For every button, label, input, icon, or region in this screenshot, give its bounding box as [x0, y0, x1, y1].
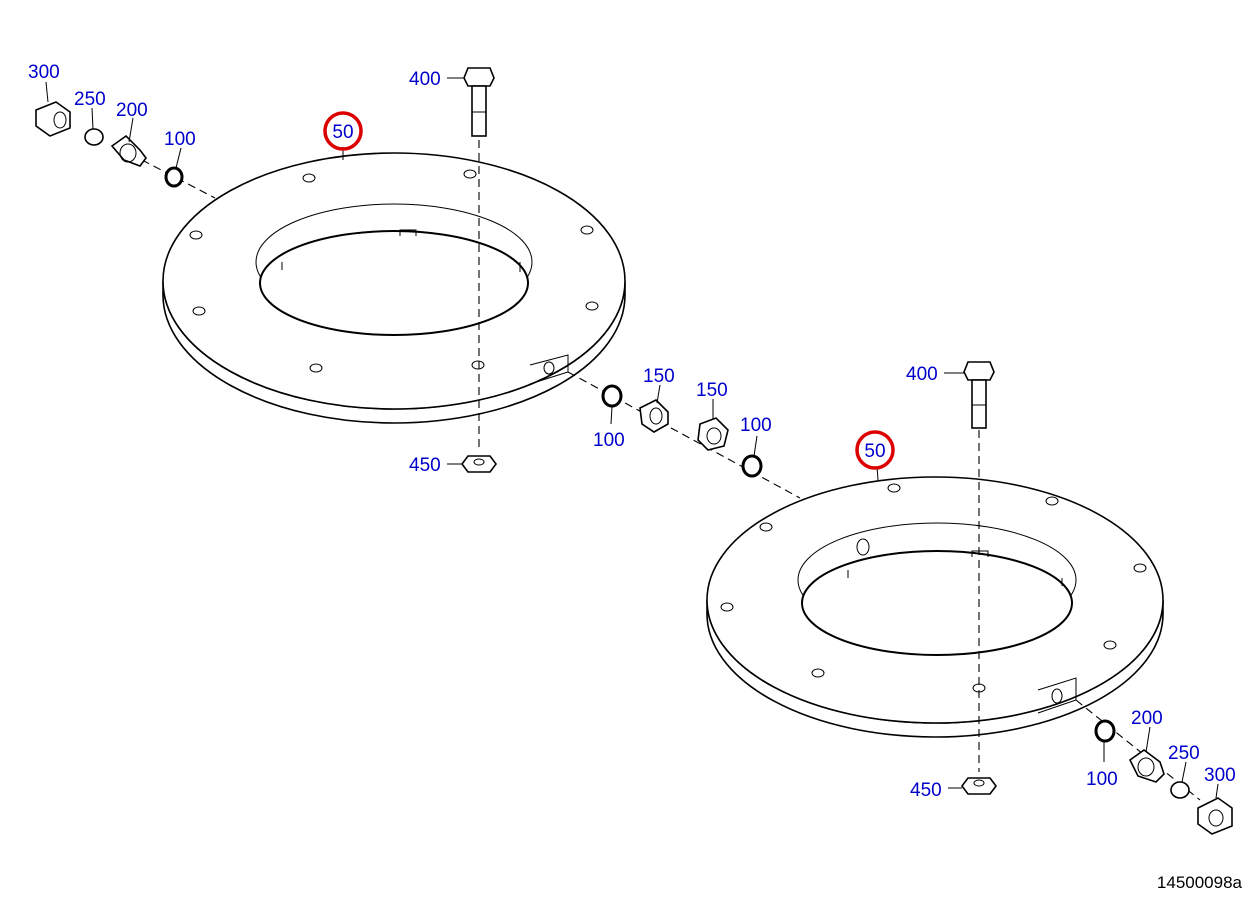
cap-nut-upper [35, 101, 71, 137]
sleeve-upper [84, 128, 104, 146]
nipple-lower [1128, 749, 1165, 783]
seal-ring-centre-left [601, 384, 623, 408]
callout-nipple-2[interactable]: 200 [1131, 708, 1163, 729]
seal-ring-lower-right [1094, 719, 1116, 743]
mounting-ring-lower [706, 476, 1164, 738]
bolt-lower [963, 361, 995, 429]
callout-cap-nut-1[interactable]: 300 [28, 62, 60, 83]
plug-centre-left [639, 399, 669, 433]
hex-nut-lower [961, 777, 997, 795]
callout-seal-1[interactable]: 100 [164, 129, 196, 150]
callout-seal-3[interactable]: 100 [740, 415, 772, 436]
callout-bolt-1[interactable]: 400 [409, 69, 441, 90]
seal-ring-centre-right [741, 454, 763, 478]
callout-seal-4[interactable]: 100 [1086, 769, 1118, 790]
highlight-circle-ring-2 [855, 430, 895, 470]
bolt-upper [463, 67, 495, 137]
callout-plug-1[interactable]: 150 [643, 366, 675, 387]
callout-nut-1[interactable]: 450 [409, 455, 441, 476]
callout-nut-2[interactable]: 450 [910, 780, 942, 801]
drawing-reference-number: 14500098a [1157, 873, 1243, 892]
mounting-ring-upper [162, 152, 626, 424]
nipple-upper [110, 134, 147, 167]
callout-ring-1[interactable]: 50 [332, 122, 353, 143]
sleeve-lower [1170, 781, 1190, 799]
leader-lines [45, 77, 1219, 799]
seal-ring-upper-left [164, 166, 184, 188]
highlight-circle-ring-1 [323, 111, 363, 151]
callout-nipple-1[interactable]: 200 [116, 100, 148, 121]
plug-centre-right [697, 417, 729, 451]
cap-nut-lower [1197, 797, 1233, 835]
callout-sleeve-2[interactable]: 250 [1168, 743, 1200, 764]
callout-ring-2[interactable]: 50 [864, 441, 885, 462]
callout-sleeve-1[interactable]: 250 [74, 89, 106, 110]
callout-plug-2[interactable]: 150 [696, 380, 728, 401]
callout-seal-2[interactable]: 100 [593, 430, 625, 451]
callout-cap-nut-2[interactable]: 300 [1204, 765, 1236, 786]
callout-labels: 50 50 400 400 450 450 300 300 250 250 20… [28, 62, 1236, 801]
callout-bolt-2[interactable]: 400 [906, 364, 938, 385]
hex-nut-upper [461, 455, 497, 473]
